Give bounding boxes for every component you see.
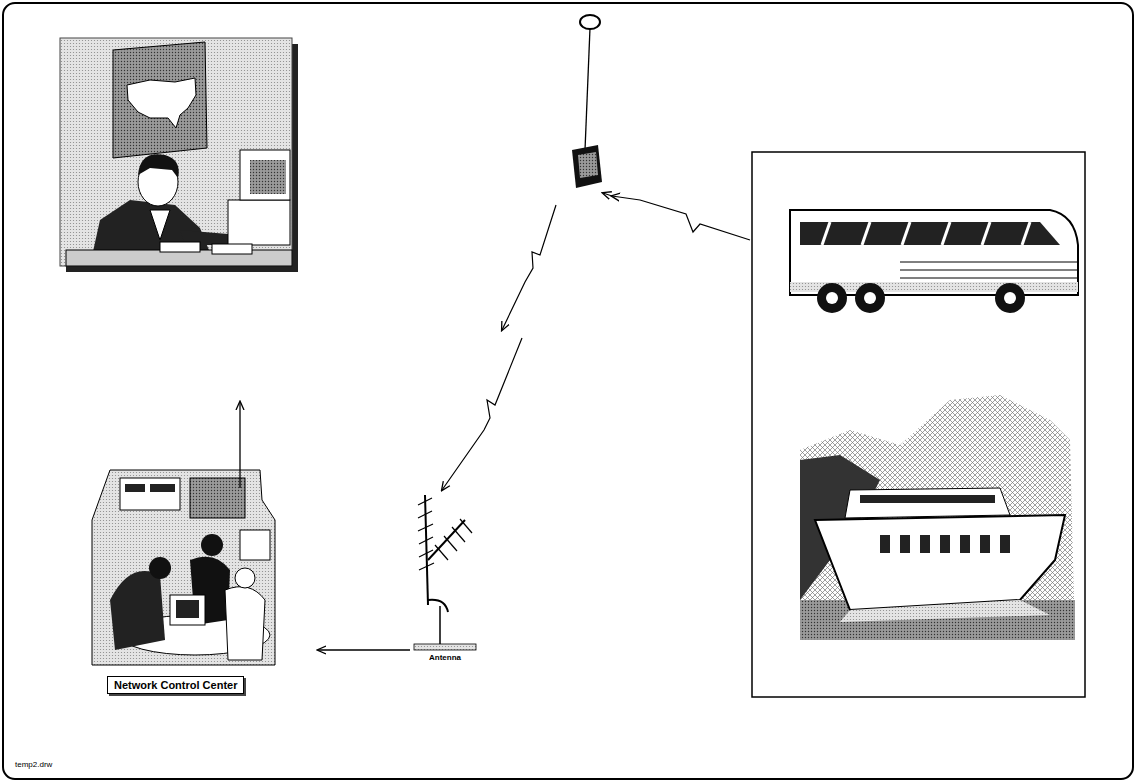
antenna-label: Antenna bbox=[429, 653, 461, 662]
caption-box: Network Control Center bbox=[107, 676, 244, 694]
file-name: temp2.drw bbox=[15, 760, 52, 769]
box-label: Network Control Center bbox=[108, 677, 243, 693]
